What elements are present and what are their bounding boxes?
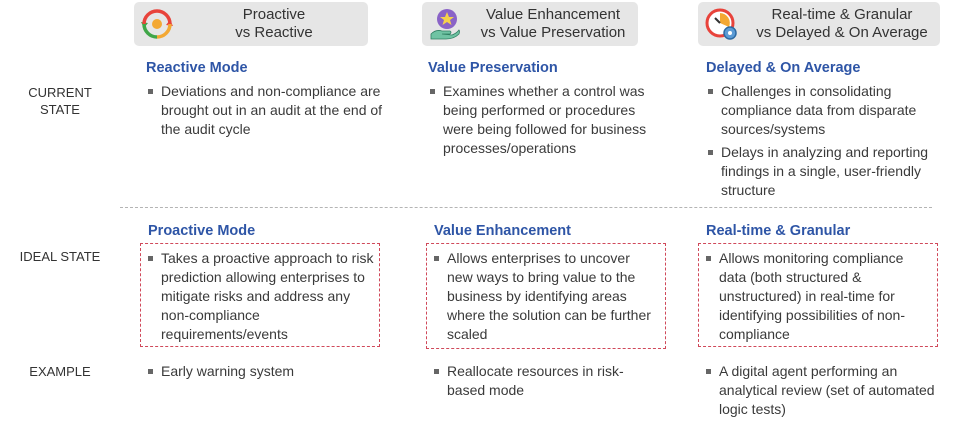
ideal-title-col-2: Value Enhancement [434,223,571,239]
current-title-col-2: Value Preservation [428,60,558,76]
current-text-col-2: Examines whether a control was being per… [428,82,664,162]
current-title-col-3: Delayed & On Average [706,60,861,76]
ideal-text-col-3: Allows monitoring compliance data (both … [704,249,930,348]
list-item: A digital agent performing an analytical… [704,362,944,419]
list-item: Early warning system [146,362,380,381]
hand-star-icon [422,2,468,46]
list-item: Takes a proactive approach to risk predi… [146,249,376,344]
row-label-example: EXAMPLE [29,364,91,379]
list-item: Deviations and non-compliance are brough… [146,82,386,139]
example-text-col-3: A digital agent performing an analytical… [704,362,944,423]
list-item: Reallocate resources in risk-based mode [432,362,648,400]
ideal-box-col-2 [426,243,666,349]
ideal-text-col-1: Takes a proactive approach to risk predi… [146,249,376,348]
current-title-col-1: Reactive Mode [146,60,248,76]
ideal-box-col-3 [698,243,938,347]
ideal-text-col-2: Allows enterprises to uncover new ways t… [432,249,658,348]
section-divider [120,207,932,208]
clock-gear-icon [698,2,744,46]
example-text-col-2: Reallocate resources in risk-based mode [432,362,648,404]
list-item: Examines whether a control was being per… [428,82,664,158]
list-item: Challenges in consolidating compliance d… [706,82,946,139]
cycle-arrows-icon [134,2,180,46]
ideal-title-col-1: Proactive Mode [148,223,256,239]
list-item: Allows monitoring compliance data (both … [704,249,930,344]
list-item: Delays in analyzing and reporting findin… [706,143,946,200]
list-item: Allows enterprises to uncover new ways t… [432,249,658,344]
row-label-current: CURRENT STATE [28,85,92,117]
current-text-col-3: Challenges in consolidating compliance d… [706,82,946,204]
current-text-col-1: Deviations and non-compliance are brough… [146,82,386,143]
ideal-box-col-1 [140,243,380,347]
row-label-ideal: IDEAL STATE [19,249,101,264]
example-text-col-1: Early warning system [146,362,380,385]
ideal-title-col-3: Real-time & Granular [706,223,851,239]
